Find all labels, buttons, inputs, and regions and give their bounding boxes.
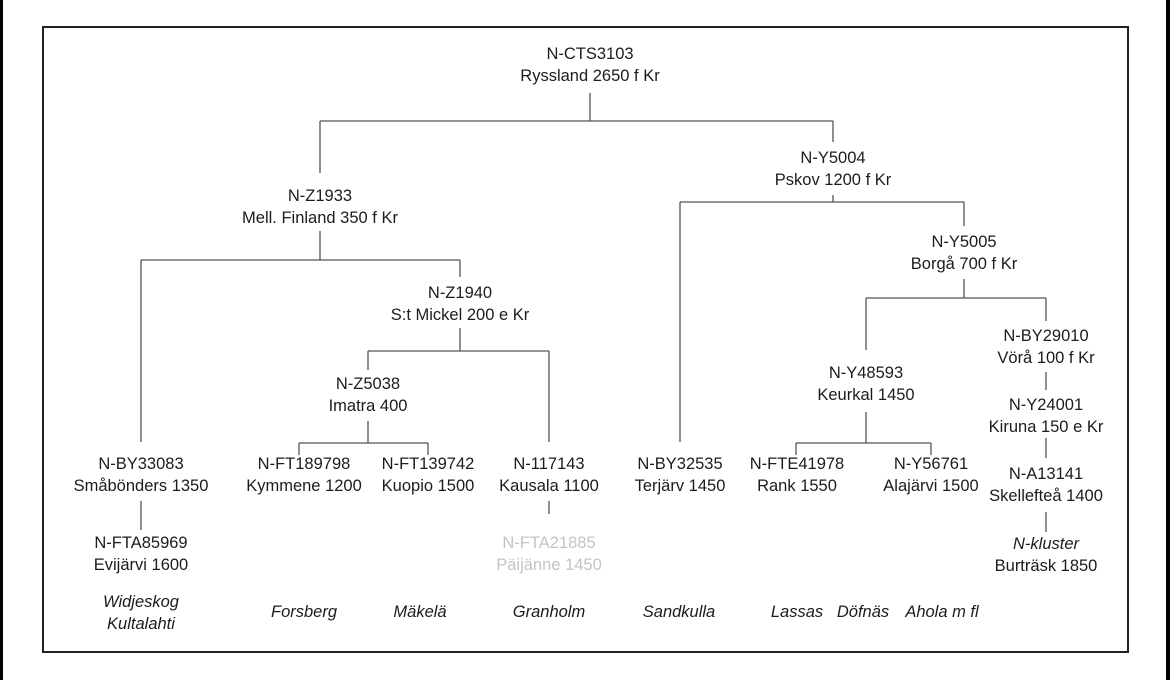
node-id: N-FTA21885 [502,534,596,552]
node-y48593: N-Y48593 Keurkal 1450 [817,363,914,406]
node-z1933: N-Z1933 Mell. Finland 350 f Kr [242,186,398,229]
node-ft139742: N-FT139742 Kuopio 1500 [382,454,475,497]
diagram-frame [42,26,1129,653]
node-place: Skellefteå 1400 [989,486,1103,505]
node-place: Terjärv 1450 [634,476,726,495]
node-id: N-kluster [1012,535,1080,553]
node-y5005: N-Y5005 Borgå 700 f Kr [911,232,1017,275]
node-id: N-BY29010 [1003,327,1089,345]
node-by32535: N-BY32535 Terjärv 1450 [635,454,726,497]
node-by33083: N-BY33083 Småbönders 1350 [74,454,209,497]
node-place: Burträsk 1850 [994,556,1098,575]
surname-makela: Mäkelä [393,603,447,621]
node-place: Vörå 100 f Kr [997,348,1095,367]
node-place: S:t Mickel 200 e Kr [390,305,530,324]
node-kluster: N-kluster Burträsk 1850 [995,534,1098,577]
node-id: N-FT139742 [381,455,475,473]
node-place: Rank 1550 [757,476,837,495]
node-fte41978: N-FTE41978 Rank 1550 [750,454,844,497]
node-id: N-BY33083 [98,455,184,473]
node-by29010: N-BY29010 Vörå 100 f Kr [997,326,1094,369]
node-117143: N-117143 Kausala 1100 [499,454,599,497]
node-place: Ryssland 2650 f Kr [520,66,660,85]
node-id: N-Y56761 [893,455,969,473]
node-id: N-Z1940 [427,284,493,302]
node-id: N-117143 [513,455,585,473]
node-place: Kausala 1100 [499,476,599,495]
node-place: Mell. Finland 350 f Kr [242,208,398,227]
node-id: N-CTS3103 [546,45,634,63]
node-place: Kymmene 1200 [246,476,362,495]
node-place: Evijärvi 1600 [93,555,189,574]
node-place: Småbönders 1350 [73,476,209,495]
node-id: N-Y5005 [931,233,997,251]
node-a13141: N-A13141 Skellefteå 1400 [989,464,1103,507]
node-place: Päijänne 1450 [496,555,602,574]
left-edge-strip [0,0,3,680]
node-id: N-Z5038 [335,375,401,393]
node-ft189798: N-FT189798 Kymmene 1200 [246,454,362,497]
node-z5038: N-Z5038 Imatra 400 [329,374,408,417]
node-id: N-Y48593 [828,364,904,382]
node-place: Keurkal 1450 [817,385,915,404]
right-edge-strip [1166,0,1170,680]
node-id: N-Y24001 [1008,396,1084,414]
surname-ahola: Ahola m fl [905,603,979,621]
node-fta85969: N-FTA85969 Evijärvi 1600 [94,533,188,576]
node-id: N-Y5004 [800,149,866,167]
node-id: N-Z1933 [287,187,353,205]
surname-sandkulla: Sandkulla [642,603,716,621]
node-id: N-BY32535 [637,455,723,473]
node-z1940: N-Z1940 S:t Mickel 200 e Kr [391,283,529,326]
node-place: Imatra 400 [328,396,408,415]
surname-widjeskog: Widjeskog [103,593,179,611]
node-place: Alajärvi 1500 [883,476,979,495]
node-id: N-FTA85969 [94,534,188,552]
node-id: N-FTE41978 [749,455,845,473]
node-id: N-FT189798 [257,455,351,473]
surname-kultalahti: Kultalahti [107,615,175,633]
surname-widjeskog-kultalahti: Widjeskog Kultalahti [103,591,179,635]
surname-granholm: Granholm [512,603,586,621]
node-y5004: N-Y5004 Pskov 1200 f Kr [775,148,891,191]
surname-lassas: Lassas [770,603,824,621]
node-y24001: N-Y24001 Kiruna 150 e Kr [989,395,1104,438]
surname-dofnas: Döfnäs [836,603,890,621]
node-fta21885: N-FTA21885 Päijänne 1450 [496,533,602,576]
node-place: Kiruna 150 e Kr [988,417,1104,436]
node-id: N-A13141 [1008,465,1084,483]
node-place: Kuopio 1500 [381,476,475,495]
surname-forsberg: Forsberg [270,603,338,621]
node-root: N-CTS3103 Ryssland 2650 f Kr [520,44,659,87]
node-y56761: N-Y56761 Alajärvi 1500 [883,454,978,497]
node-place: Borgå 700 f Kr [910,254,1018,273]
node-place: Pskov 1200 f Kr [774,170,892,189]
